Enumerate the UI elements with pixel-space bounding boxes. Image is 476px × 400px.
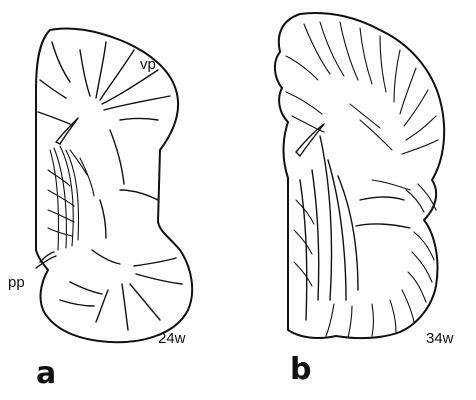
panel-b-main-fissures: [300, 136, 410, 320]
panel-a-vp-label: vp: [140, 56, 156, 73]
panel-a-folia: [48, 146, 94, 250]
panel-a-outline: [36, 28, 192, 342]
panel-a-drawing: [36, 28, 192, 342]
panel-b-outline: [275, 13, 444, 338]
panel-b-drawing: [275, 13, 444, 338]
panel-b-age-label: 34w: [426, 330, 454, 347]
panel-a-letter: a: [36, 356, 56, 391]
panel-b-letter: b: [290, 352, 311, 387]
panel-a-age-label: 24w: [158, 330, 186, 347]
panel-b-slit: [296, 124, 324, 156]
panel-b-folia-lower: [294, 180, 436, 338]
panel-a-pp-label: pp: [8, 274, 25, 291]
panel-b-folia-upper: [286, 22, 438, 154]
panel-a-fissures-upper: [38, 42, 170, 124]
panel-a-slit: [56, 118, 78, 144]
